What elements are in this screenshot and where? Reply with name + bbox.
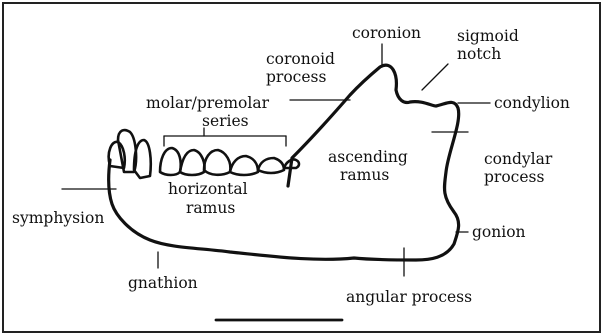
label-sigmoid-notch-1: sigmoid xyxy=(457,27,519,45)
label-condylar-process-1: condylar xyxy=(484,150,553,168)
label-coronoid-process-1: coronoid xyxy=(266,50,335,68)
label-symphysion: symphysion xyxy=(12,209,104,227)
label-angular-process: angular process xyxy=(346,288,472,306)
label-sigmoid-notch-2: notch xyxy=(457,45,501,63)
label-ascending-ramus-2: ramus xyxy=(340,166,389,184)
label-ascending-ramus-1: ascending xyxy=(328,148,408,166)
label-coronoid-process-2: process xyxy=(266,68,326,86)
label-molar-premolar-1: molar/premolar xyxy=(146,94,270,112)
label-coronion: coronion xyxy=(352,24,421,42)
label-condylar-process-2: process xyxy=(484,168,544,186)
label-molar-premolar-2: series xyxy=(202,112,249,130)
label-horizontal-ramus-1: horizontal xyxy=(168,180,248,198)
label-gnathion: gnathion xyxy=(128,274,198,292)
label-horizontal-ramus-2: ramus xyxy=(186,199,235,217)
label-gonion: gonion xyxy=(472,223,526,241)
label-condylion: condylion xyxy=(494,94,570,112)
